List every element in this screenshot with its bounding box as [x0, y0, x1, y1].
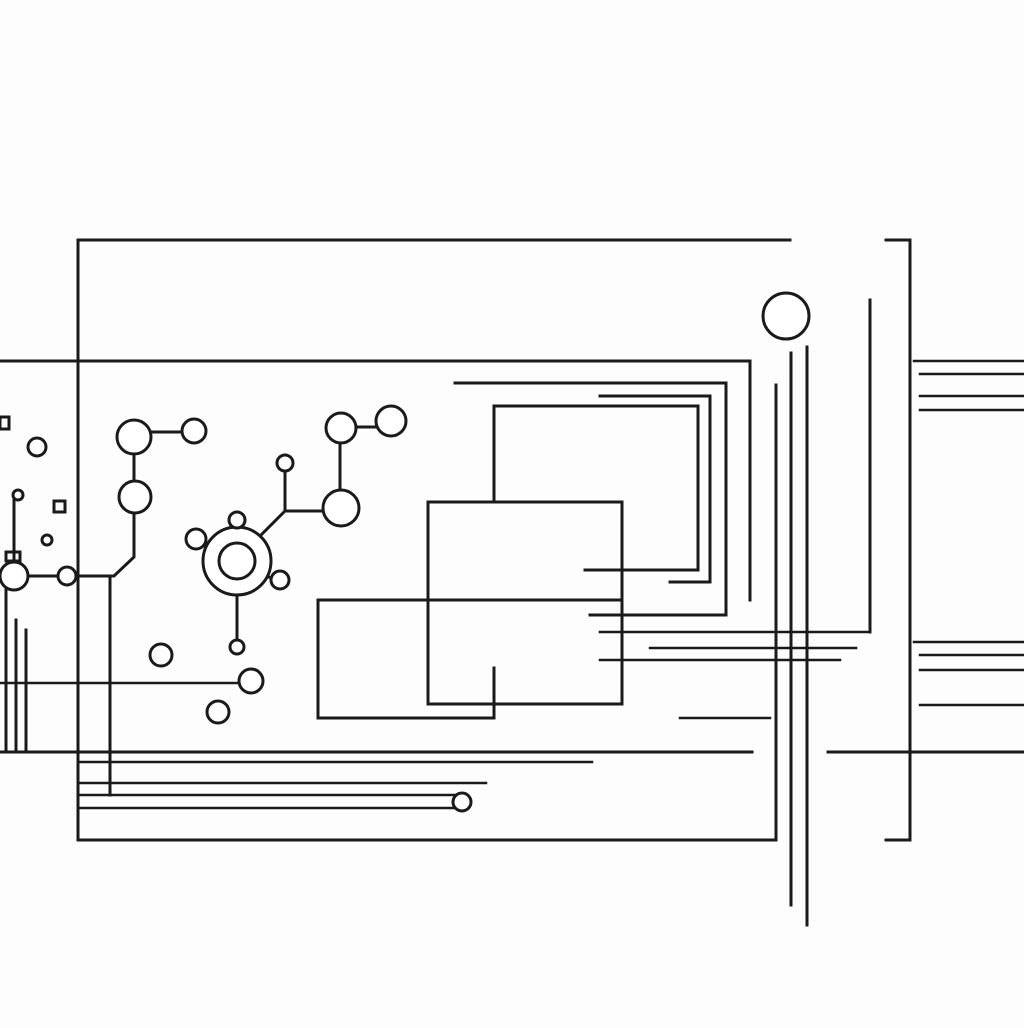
left-cluster	[0, 415, 78, 754]
node-circle	[56, 565, 78, 587]
node-circle	[275, 453, 295, 473]
pad-square	[52, 499, 67, 514]
trace-line	[74, 512, 136, 578]
right-side-lines	[912, 359, 1024, 707]
hub-inner-ring	[217, 541, 257, 581]
block-middle	[426, 500, 624, 706]
block-stack	[316, 381, 728, 720]
nested-bracket-inner	[598, 394, 712, 584]
trace-end-node	[451, 791, 473, 813]
block-top	[492, 404, 700, 572]
node-circle	[180, 417, 208, 445]
node-circle	[205, 699, 231, 725]
node-circle	[237, 667, 265, 695]
node-tree-left	[74, 417, 208, 797]
trace-lines	[0, 630, 870, 810]
node-circle	[269, 569, 291, 591]
node-circle	[324, 411, 358, 445]
node-circle	[26, 436, 48, 458]
node-circle	[11, 488, 25, 502]
rail-node-circle	[761, 291, 811, 341]
node-circle	[374, 404, 408, 438]
nested-bracket-outer	[453, 381, 728, 617]
node-circle	[148, 642, 174, 668]
pad-square	[0, 415, 11, 431]
rail-group	[761, 291, 872, 927]
node-circle	[117, 479, 153, 515]
node-circle	[40, 533, 54, 547]
node-circle	[227, 510, 247, 530]
node-circle	[228, 638, 246, 656]
right-bracket	[884, 238, 912, 842]
trace-line	[259, 509, 324, 537]
outer-frame	[76, 238, 792, 842]
lower-nodes	[148, 642, 265, 725]
node-circle	[0, 560, 30, 592]
node-circle	[115, 418, 153, 456]
inner-panel	[0, 359, 1024, 754]
hub-group	[184, 404, 408, 656]
node-circle	[184, 527, 208, 551]
block-bottom	[316, 598, 624, 720]
node-circle	[321, 488, 361, 528]
